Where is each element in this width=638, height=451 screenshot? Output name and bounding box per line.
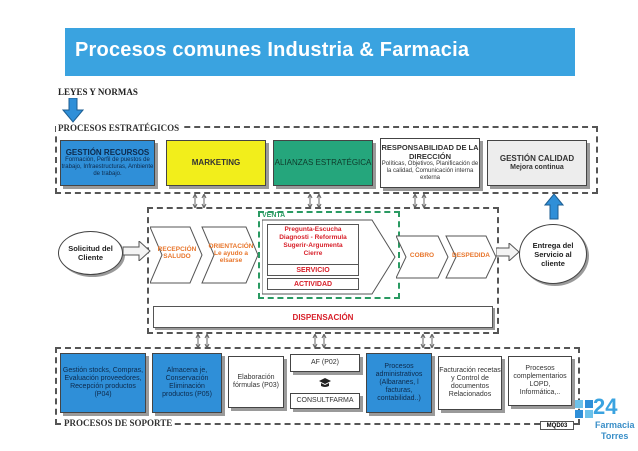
management-responsibility-title: RESPONSABILIDAD DE LA DIRECCIÓN <box>381 143 479 161</box>
complementary-box: Procesos complementarios LOPD, Informáti… <box>508 356 572 406</box>
payment-label: COBRO <box>409 252 435 259</box>
farewell-label: DESPEDIDA <box>452 252 490 259</box>
billing-label: Facturación recetas y Control de documen… <box>439 366 501 399</box>
laws-label: LEYES Y NORMAS <box>58 87 138 97</box>
af-label: AF (P02) <box>310 358 339 366</box>
administrative-box: Procesos administrativos (Albaranes, l f… <box>366 353 432 413</box>
storage-label: Almacena je, Conservación Eliminación pr… <box>162 366 212 399</box>
dispensing-bar: DISPENSACIÓN <box>153 306 493 328</box>
service-delivery-label: Entrega del Servicio al cliente <box>532 240 574 268</box>
management-responsibility-box: RESPONSABILIDAD DE LA DIRECCIÓN Política… <box>380 138 480 188</box>
double-arrow-icon <box>312 334 327 348</box>
document-code: MQD03 <box>540 421 574 430</box>
strategic-processes-label: PROCESOS ESTRATÉGICOS <box>56 123 182 133</box>
reception-orientation-chevrons <box>150 226 259 284</box>
formulas-label: Elaboración fórmulas (P03) <box>233 373 279 389</box>
strategic-alliances-label: ALIANZAS ESTRATÉGICA <box>274 158 372 168</box>
title-bar: Procesos comunes Industria & Farmacia <box>65 28 575 80</box>
marketing-box: MARKETING <box>166 140 266 186</box>
payment-farewell-chevrons <box>396 235 497 279</box>
marketing-label: MARKETING <box>191 158 241 168</box>
administrative-label: Procesos administrativos (Albaranes, l f… <box>375 362 423 403</box>
double-arrow-icon <box>195 334 210 348</box>
sale-group <box>258 211 400 299</box>
arrow-right-icon <box>123 241 151 261</box>
support-processes-group <box>55 347 580 425</box>
formulas-box: Elaboración fórmulas (P03) <box>228 356 284 408</box>
double-arrow-icon <box>412 194 427 208</box>
stock-management-label: Gestión stocks, Compras, Evaluación prov… <box>62 366 144 399</box>
sale-step-2: Diagnosti - Reformula <box>279 234 347 241</box>
page-title: Procesos comunes Industria & Farmacia <box>75 39 470 61</box>
management-responsibility-desc: Políticas, Objetivos, Planificación de l… <box>381 161 479 182</box>
reception-label: RECEPCIÓN SALUDO <box>157 246 197 260</box>
core-processes-group <box>147 207 499 334</box>
quality-management-title: GESTIÓN CALIDAD <box>499 154 575 164</box>
cross-logo-icon <box>575 400 593 418</box>
dispensing-label: DISPENSACIÓN <box>292 312 354 322</box>
sale-step-1: Pregunta-Escucha <box>284 226 342 233</box>
service-box: SERVICIO <box>267 264 359 276</box>
quality-management-desc: Mejora continua <box>510 163 564 171</box>
arrow-right-icon <box>496 243 520 261</box>
logo-line-2: Torres <box>601 431 629 441</box>
service-delivery-node: Entrega del Servicio al cliente <box>519 224 587 284</box>
sale-label: VENTA <box>262 212 286 219</box>
logo-line-1: Farmacia <box>595 420 635 430</box>
complementary-label: Procesos complementarios LOPD, Informáti… <box>513 364 567 397</box>
logo-number: 24 <box>593 394 618 419</box>
double-arrow-icon <box>192 194 207 208</box>
customer-request-node: Solicitud del Cliente <box>58 231 123 275</box>
billing-box: Facturación recetas y Control de documen… <box>438 356 502 410</box>
double-arrow-icon <box>307 194 322 208</box>
consultfarma-label: CONSULTFARMA <box>296 396 354 404</box>
sale-step-3: Sugerir-Argumenta <box>283 242 343 249</box>
feedback-arrow-icon <box>544 194 564 220</box>
support-processes-label: PROCESOS DE SOPORTE <box>62 418 175 428</box>
pharmacy-logo: 24 Farmacia Torres <box>575 392 635 448</box>
resource-management-title: GESTIÓN RECURSOS <box>65 148 150 158</box>
sale-step-4: Cierre <box>303 250 323 257</box>
resource-management-desc: Formación, Perfil de puestos de trabajo,… <box>61 157 154 178</box>
orientation-label: ORIENTACIÓN Le ayudo a elsarse <box>208 243 254 264</box>
af-box: AF (P02) <box>290 354 360 372</box>
strategic-processes-group <box>55 126 598 194</box>
graduation-cap-icon <box>319 378 331 387</box>
double-arrow-icon <box>420 334 435 348</box>
strategic-alliances-box: ALIANZAS ESTRATÉGICA <box>273 140 373 186</box>
customer-request-label: Solicitud del Cliente <box>68 244 113 262</box>
laws-arrow-icon <box>62 98 84 123</box>
activity-box: ACTIVIDAD <box>267 278 359 290</box>
sale-steps-box <box>267 224 359 266</box>
consultfarma-box: CONSULTFARMA <box>290 393 360 409</box>
storage-box: Almacena je, Conservación Eliminación pr… <box>152 353 222 413</box>
resource-management-box: GESTIÓN RECURSOS Formación, Perfil de pu… <box>60 140 155 186</box>
stock-management-box: Gestión stocks, Compras, Evaluación prov… <box>60 353 146 413</box>
quality-management-box: GESTIÓN CALIDAD Mejora continua <box>487 140 587 186</box>
